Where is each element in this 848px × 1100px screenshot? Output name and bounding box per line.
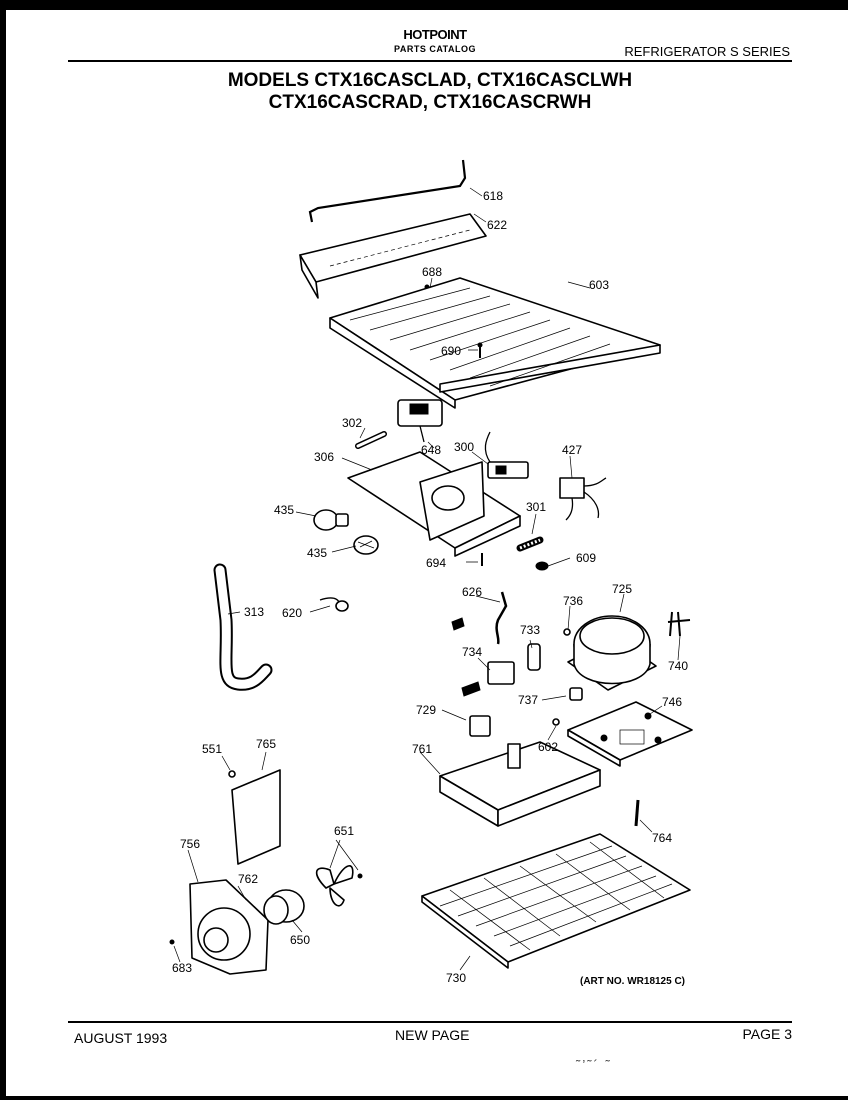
part-620-plug (319, 597, 349, 612)
part-746-base (567, 701, 693, 767)
part-609-clip (535, 561, 549, 571)
label-300: 300 (454, 440, 474, 454)
label-690: 690 (441, 344, 461, 358)
label-734: 734 (462, 645, 482, 659)
part-602-screw (552, 718, 560, 726)
part-765-panel (231, 769, 281, 865)
header-rule (68, 60, 792, 62)
footer-scan-mark: ˜’˜´ ˜ (576, 1057, 612, 1072)
models-line-2: CTX16CASCRAD, CTX16CASCRWH (268, 92, 592, 113)
label-648: 648 (421, 443, 441, 457)
brand-name: HOTPOINT (403, 27, 467, 42)
art-number: (ART NO. WR18125 C) (580, 976, 685, 987)
part-435-bulb (313, 509, 349, 531)
label-725: 725 (612, 582, 632, 596)
part-756-fan-shroud (189, 879, 269, 975)
label-688: 688 (422, 265, 442, 279)
label-301: 301 (526, 500, 546, 514)
part-764-bolt (634, 799, 640, 827)
part-651-fan-blade (315, 865, 363, 907)
label-622: 622 (487, 218, 507, 232)
part-683-screw (169, 939, 175, 945)
label-729: 729 (416, 703, 436, 717)
part-650-fan-motor (263, 889, 305, 925)
part-301-screw (516, 536, 544, 552)
part-730-condenser-coil (421, 833, 691, 969)
label-762: 762 (238, 872, 258, 886)
label-620: 620 (282, 606, 302, 620)
part-725-compressor (567, 615, 657, 691)
part-labels: 618 622 688 603 690 302 648 300 427 306 … (172, 189, 688, 987)
series-label: REFRIGERATOR S SERIES (624, 44, 790, 59)
top-border (0, 0, 848, 10)
label-626: 626 (462, 585, 482, 599)
part-690-screw (477, 342, 483, 358)
part-302-tube (355, 431, 387, 449)
label-435-bulb: 435 (274, 503, 294, 517)
label-733: 733 (520, 623, 540, 637)
part-603-shelf (329, 277, 661, 409)
label-737: 737 (518, 693, 538, 707)
label-306: 306 (314, 450, 334, 464)
label-609: 609 (576, 551, 596, 565)
label-756: 756 (180, 837, 200, 851)
label-551: 551 (202, 742, 222, 756)
part-300-switch (484, 431, 529, 479)
label-765: 765 (256, 737, 276, 751)
label-650: 650 (290, 933, 310, 947)
part-551-screw (228, 770, 236, 778)
part-626-harness (451, 591, 508, 645)
page-title: MODELS CTX16CASCLAD, CTX16CASCLWH CTX16C… (130, 70, 730, 114)
part-648-thermostat (397, 399, 443, 443)
footer-date: AUGUST 1993 (74, 1030, 168, 1046)
part-761-drain-pan (439, 741, 601, 827)
leader-lines (173, 187, 681, 971)
label-603: 603 (589, 278, 609, 292)
part-306-housing (347, 451, 521, 557)
part-427-connector (559, 477, 607, 521)
part-729-capacitor (469, 715, 491, 737)
label-435-socket: 435 (307, 546, 327, 560)
label-736: 736 (563, 594, 583, 608)
label-730: 730 (446, 971, 466, 985)
label-602: 602 (538, 740, 558, 754)
label-694: 694 (426, 556, 446, 570)
catalog-label: PARTS CATALOG (394, 44, 476, 54)
footer-page-number: PAGE 3 (742, 1026, 792, 1042)
part-435-socket (353, 535, 379, 555)
label-302: 302 (342, 416, 362, 430)
left-border (0, 0, 6, 1100)
label-651: 651 (334, 824, 354, 838)
label-761: 761 (412, 742, 432, 756)
part-736-grommet (563, 628, 571, 636)
part-313-drain-tube (213, 563, 273, 691)
footer-rule (68, 1021, 792, 1023)
label-764: 764 (652, 831, 672, 845)
part-622-cover (299, 213, 487, 299)
label-313: 313 (244, 605, 264, 619)
part-733-overload (527, 643, 541, 671)
label-427: 427 (562, 443, 582, 457)
part-737-mount (569, 687, 583, 701)
part-734-relay (461, 661, 515, 697)
label-746: 746 (662, 695, 682, 709)
part-618-rod (308, 159, 467, 223)
label-740: 740 (668, 659, 688, 673)
bottom-border (0, 1096, 848, 1100)
label-683: 683 (172, 961, 192, 975)
footer-note: NEW PAGE (395, 1027, 470, 1043)
part-740-bracket (667, 611, 691, 637)
models-line-1: MODELS CTX16CASCLAD, CTX16CASCLWH (227, 70, 633, 91)
label-618: 618 (483, 189, 503, 203)
